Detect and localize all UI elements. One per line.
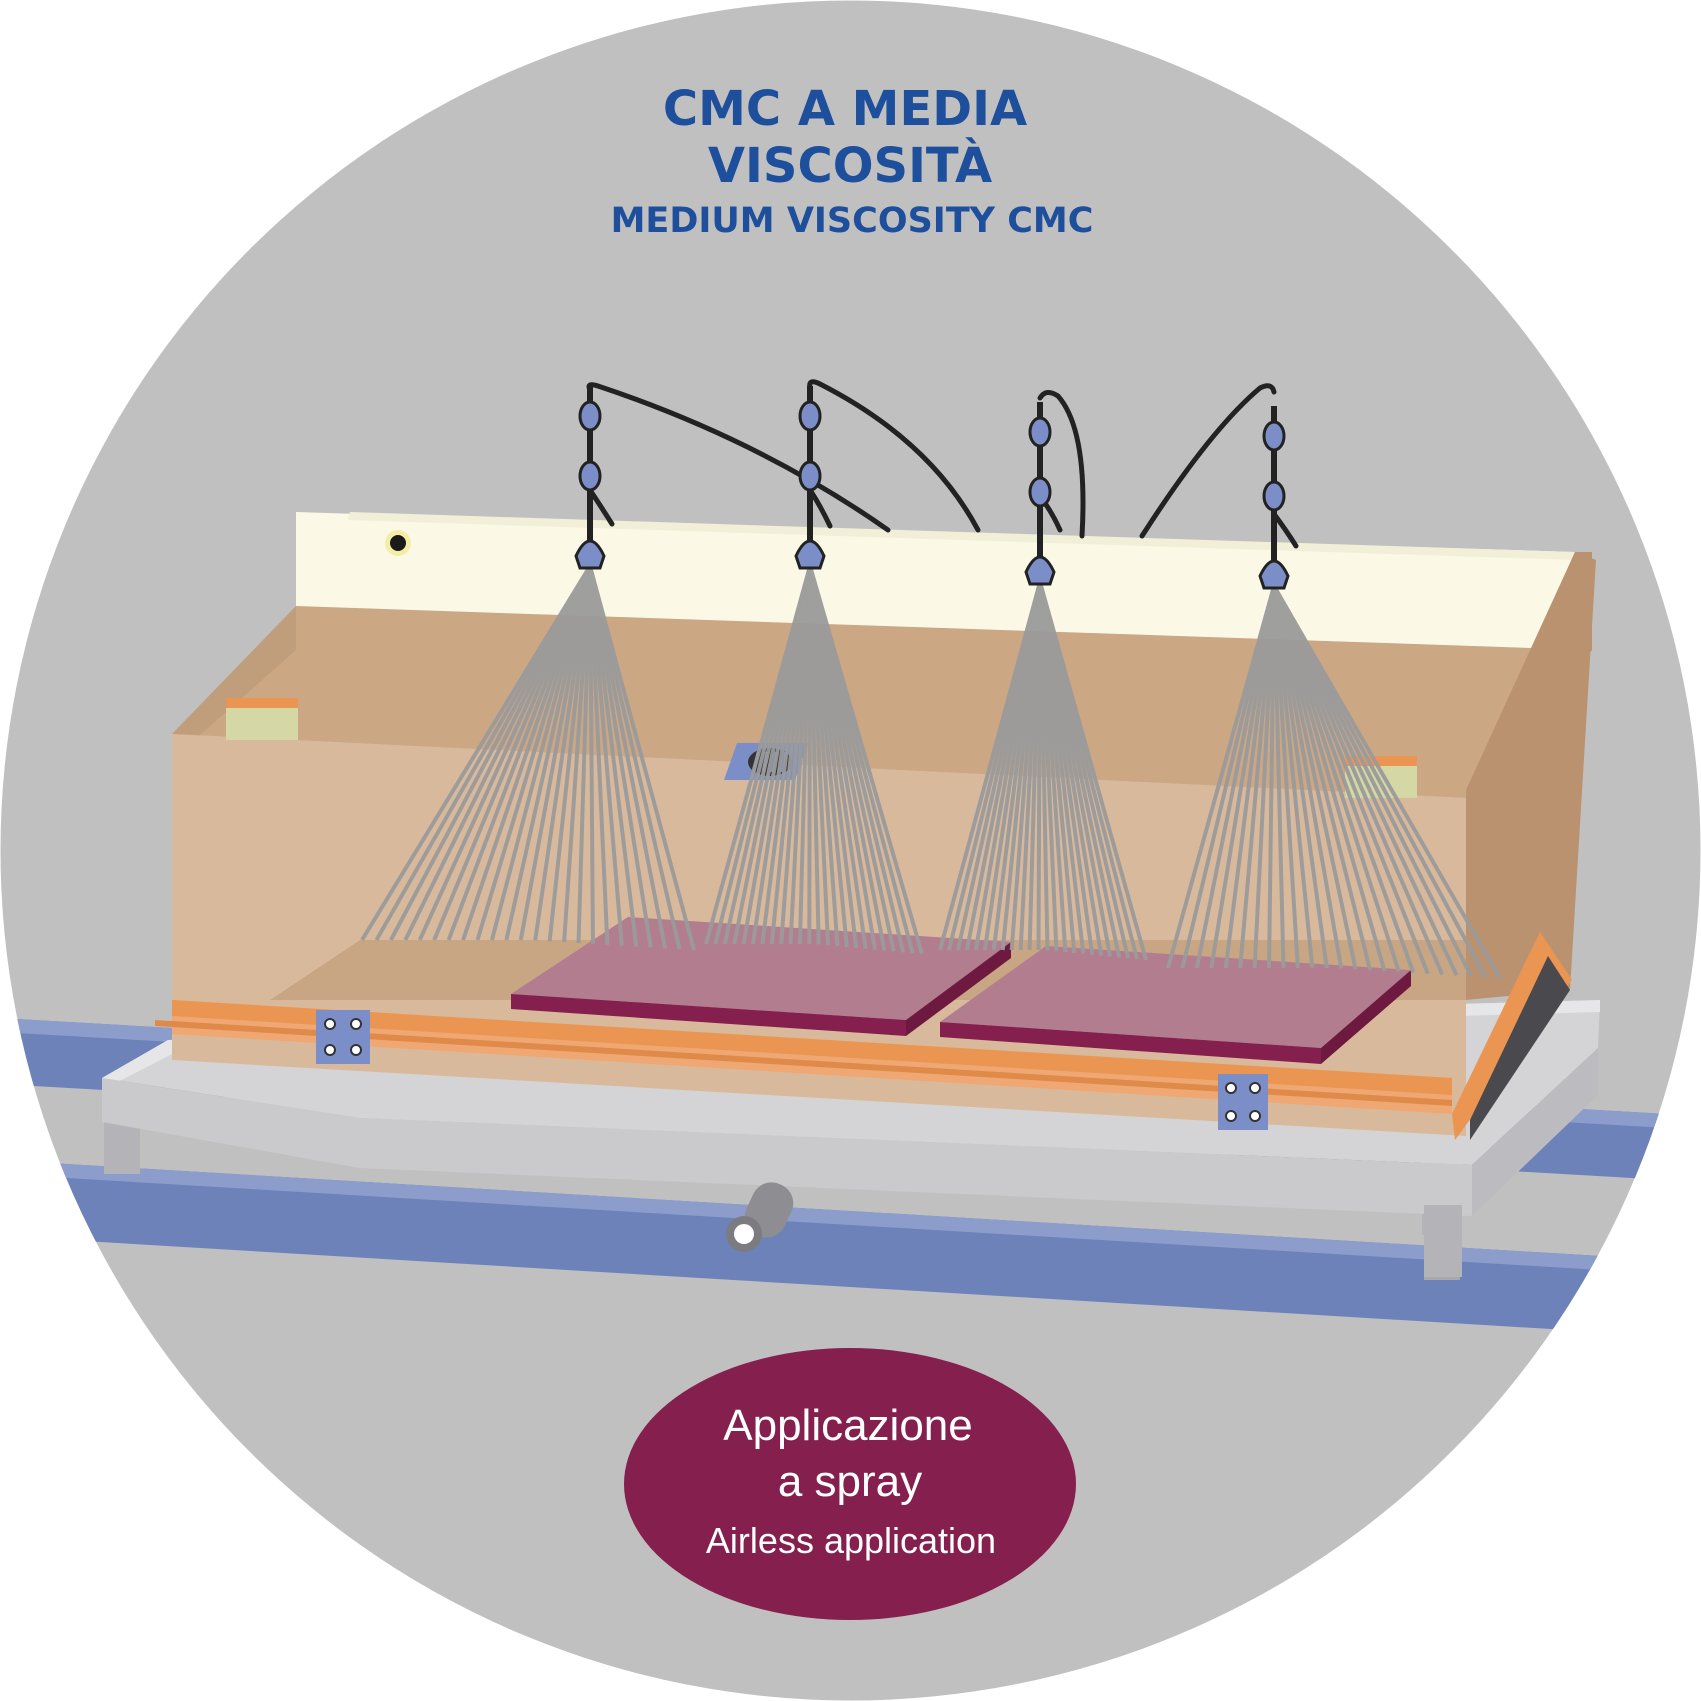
spray-line [417,565,592,941]
caption-line-1: Applicazione [723,1401,973,1450]
spray-line [1272,585,1344,969]
spray-line [588,565,639,947]
title-line-2: VISCOSITÀ [708,137,992,194]
pipe-outlet-icon [726,1182,794,1252]
spray-line [588,565,624,946]
spray-line [588,565,653,948]
spray-line [389,565,592,941]
spray-line [360,564,592,942]
spray-line [1252,585,1276,969]
spray-nozzle-icon [794,386,826,570]
spray-nozzle-icon [1258,406,1290,590]
caption-line-3: Airless application [706,1520,996,1561]
spray-line [1272,585,1430,975]
spray-line [1272,585,1416,974]
spray-line [461,565,592,941]
spray-line [1223,585,1276,969]
spray-line [1166,585,1276,969]
spray-guns [574,386,1290,590]
spray-nozzle-icon [1024,402,1056,586]
spray-line [588,565,610,945]
spray-line [403,565,592,941]
spray-fans [360,564,1502,979]
spray-line [1272,585,1315,969]
spray-line [562,565,592,943]
spray-line [446,565,592,941]
spray-line [808,565,924,955]
caption-line-2: a spray [778,1457,922,1506]
bolt-plate-icon [316,1010,370,1064]
title-line-1: CMC A MEDIA [663,81,1027,137]
spray-line [1272,585,1300,969]
spray-line [1272,585,1459,977]
title-line-3: MEDIUM VISCOSITY CMC [611,201,1094,241]
spray-line [1272,585,1358,970]
booth-front-rails [155,1000,1452,1114]
spray-line [1272,585,1488,979]
spray-line [1180,585,1276,969]
spray-line [1038,581,1148,961]
spray-line [533,565,592,941]
spray-line [475,565,592,941]
spray-line [1209,585,1276,969]
booth-side-frame [1452,932,1572,1140]
spray-line [1272,585,1329,969]
spray-line [576,565,592,944]
spray-line [1272,585,1373,971]
title-block: CMC A MEDIA VISCOSITÀ MEDIUM VISCOSITY C… [611,81,1094,241]
spray-line [588,565,696,951]
spray-line [588,565,668,949]
spray-line [1272,585,1502,979]
spray-line [588,565,682,950]
spray-line [518,565,592,941]
spray-line [432,565,592,941]
spray-line [504,565,592,941]
spray-line [588,565,595,944]
spray-nozzle-icon [574,386,606,570]
spray-line [1272,585,1473,978]
spray-line [489,565,592,941]
spray-line [1194,585,1276,969]
platform-leg [1424,1205,1462,1277]
spray-line [1272,585,1401,973]
spray-line [1267,585,1276,969]
spray-line [547,565,592,942]
caption-badge: Applicazione a spray Airless application [624,1348,1076,1620]
spray-line [1238,585,1276,969]
bolt-plate-icon [1218,1074,1268,1130]
spray-line [1272,585,1286,969]
spray-line [1272,585,1387,972]
panel-right [940,946,1411,1064]
spray-line [1272,585,1445,976]
spray-line [374,565,592,941]
